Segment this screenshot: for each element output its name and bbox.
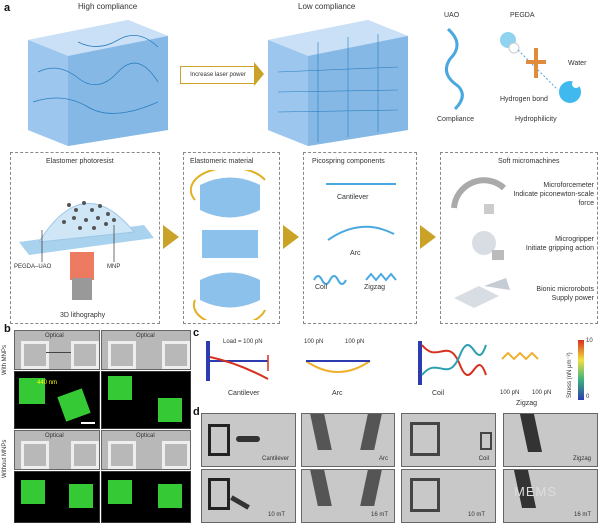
photoresist-title: Elastomer photoresist (46, 158, 114, 165)
microrobot-label: Bionic microrobots (536, 286, 594, 293)
microforcemeter-desc: Indicate piconewton-scale (513, 191, 594, 198)
elastomeric-title: Elastomeric material (190, 158, 254, 165)
cantilever-label: Cantilever (337, 194, 369, 201)
coil-sim-label: Coil (432, 390, 445, 397)
pegda-label: PEGDA (510, 12, 535, 19)
photoresist-illustration (19, 201, 154, 300)
high-compliance-title: High compliance (78, 2, 138, 11)
micromachines-illustration (451, 177, 510, 308)
microgripper-desc: Initiate gripping action (525, 245, 594, 252)
flow-arrow-1 (163, 225, 179, 249)
water-label: Water (568, 60, 587, 67)
without-mnps-label: Without MNPs (2, 439, 8, 478)
stress-max-label: 10 (586, 338, 593, 344)
force-label-2: 100 pN (345, 339, 365, 345)
stress-min-label: 0 (586, 394, 590, 400)
mnp-label: MNP (107, 264, 121, 270)
arrow-head (254, 62, 264, 86)
load-label: Load = 100 pN (223, 339, 263, 345)
lithography-label: 3D lithography (60, 312, 106, 319)
with-mnps-label: With MNPs (2, 345, 8, 375)
panel-c-label: c (193, 327, 200, 339)
force-label-1: 100 pN (304, 339, 324, 345)
fluorescence-image-4 (101, 471, 191, 523)
arc-image-1: Arc (301, 413, 395, 467)
microforcemeter-label: Microforcemeter (543, 182, 594, 189)
coil-image-1: Coil (401, 413, 496, 467)
low-compliance-title: Low compliance (298, 2, 356, 11)
micromachines-title: Soft micromachines (498, 158, 560, 165)
microgripper-label: Microgripper (555, 236, 594, 243)
increase-laser-arrow: Increase laser power (180, 66, 256, 84)
optical-image-1: Optical (14, 330, 100, 370)
optical-image-3: Optical (14, 430, 100, 470)
uao-label: UAO (444, 12, 460, 19)
fluorescence-image-2 (101, 371, 191, 429)
optical-image-2: Optical (101, 330, 191, 370)
panel-b-label: b (4, 323, 11, 335)
microrobot-desc: Supply power (551, 295, 594, 302)
low-compliance-cube (268, 20, 408, 146)
coil-label: Coil (315, 284, 328, 291)
arc-label: Arc (350, 250, 361, 257)
arc-sim-label: Arc (332, 390, 343, 397)
hydrogen-bond-diagram (500, 32, 581, 103)
hydrophilicity-label: Hydrophilicity (515, 116, 557, 123)
zigzag-image-2: 16 mT (503, 469, 598, 523)
optical-image-4: Optical (101, 430, 191, 470)
cantilever-image-1: Cantilever (201, 413, 296, 467)
arc-image-2: 16 mT (301, 469, 395, 523)
stress-simulation-plots (206, 341, 539, 385)
coil-image-2: 10 mT (401, 469, 496, 523)
microforcemeter-desc2: force (578, 200, 594, 207)
flow-arrow-3 (420, 225, 436, 249)
cantilever-sim-label: Cantilever (228, 390, 260, 397)
uao-spring-icon (444, 27, 464, 111)
picospring-title: Picospring components (312, 158, 385, 165)
stress-colorbar (578, 340, 584, 400)
picospring-illustration (313, 183, 397, 285)
panel-a-label: a (4, 2, 11, 14)
fluorescence-image-3 (14, 471, 100, 523)
panel-d-label: d (193, 406, 200, 418)
zigzag-sim-label: Zigzag (516, 400, 538, 407)
picospring-box (303, 152, 417, 324)
hydrogen-bond-label: Hydrogen bond (500, 96, 548, 103)
increase-laser-label: Increase laser power (190, 72, 246, 78)
stress-axis-label: Stress (nN μm⁻²) (567, 352, 573, 398)
compliance-label: Compliance (437, 116, 474, 123)
watermark: MEMS (514, 484, 557, 499)
cantilever-image-2: 10 mT (201, 469, 296, 523)
zigzag-image-1: Zigzag (503, 413, 598, 467)
flow-arrow-2 (283, 225, 299, 249)
zigzag-label: Zigzag (364, 284, 386, 291)
fluorescence-image-1: 440 nm (14, 371, 100, 429)
force-label-3: 100 pN (500, 390, 520, 396)
pegda-uao-label: PEGDA–UAO (14, 264, 52, 270)
elastomeric-illustration (190, 170, 266, 320)
force-label-4: 100 pN (532, 390, 552, 396)
high-compliance-cube (28, 20, 168, 146)
